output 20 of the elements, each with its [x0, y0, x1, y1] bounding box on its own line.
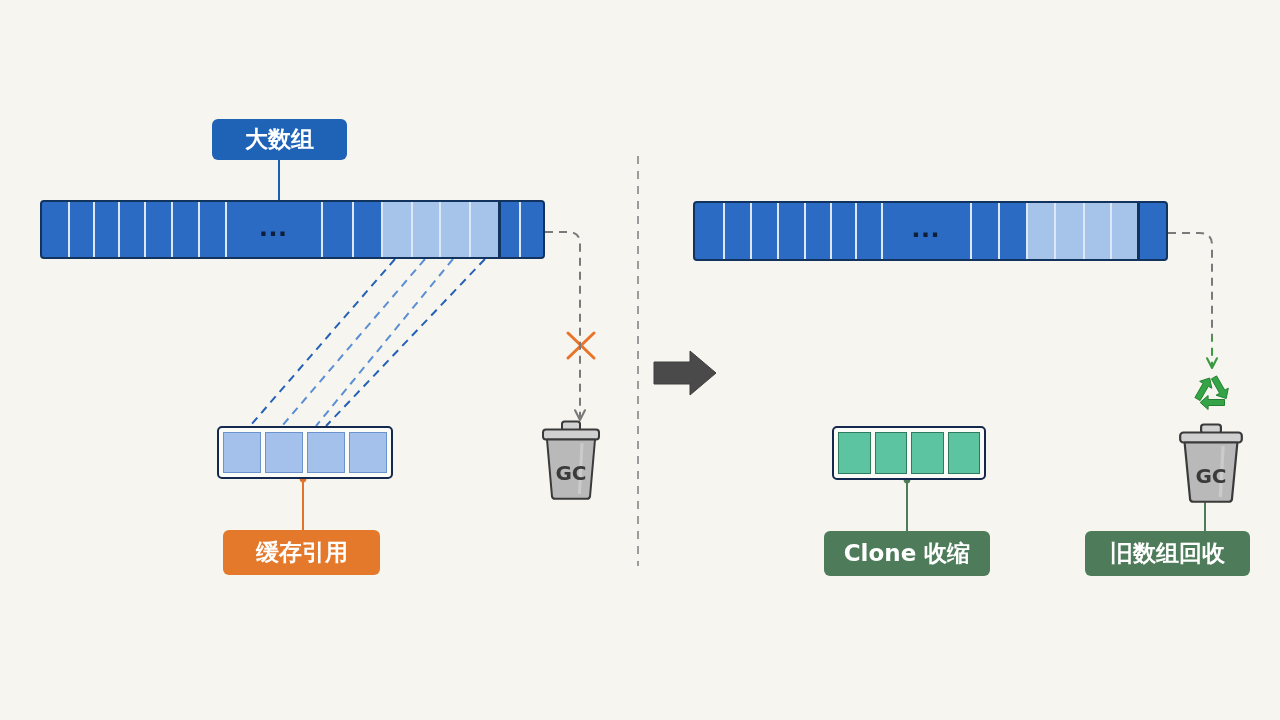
dashed-arrow [544, 231, 586, 422]
array-bar [693, 201, 1168, 261]
dashed-line [325, 258, 486, 427]
label-box: 缓存引用 [223, 530, 380, 575]
label-box: Clone 收缩 [824, 531, 990, 576]
leader-line [1204, 502, 1206, 532]
ellipsis-text: … [910, 212, 941, 242]
label-box: 大数组 [212, 119, 347, 160]
trash-label: GC [1195, 465, 1227, 486]
dashed-line [315, 258, 454, 427]
label-box: 旧数组回收 [1085, 531, 1250, 576]
dashed-line [249, 258, 396, 427]
trash-label: GC [555, 462, 587, 483]
dashed-line [281, 258, 426, 427]
array-bar [40, 200, 545, 259]
array-bar [217, 426, 393, 479]
leader-line [278, 159, 280, 201]
dashed-arrow [1167, 232, 1218, 370]
ellipsis-text: … [258, 210, 288, 241]
array-bar [832, 426, 986, 480]
